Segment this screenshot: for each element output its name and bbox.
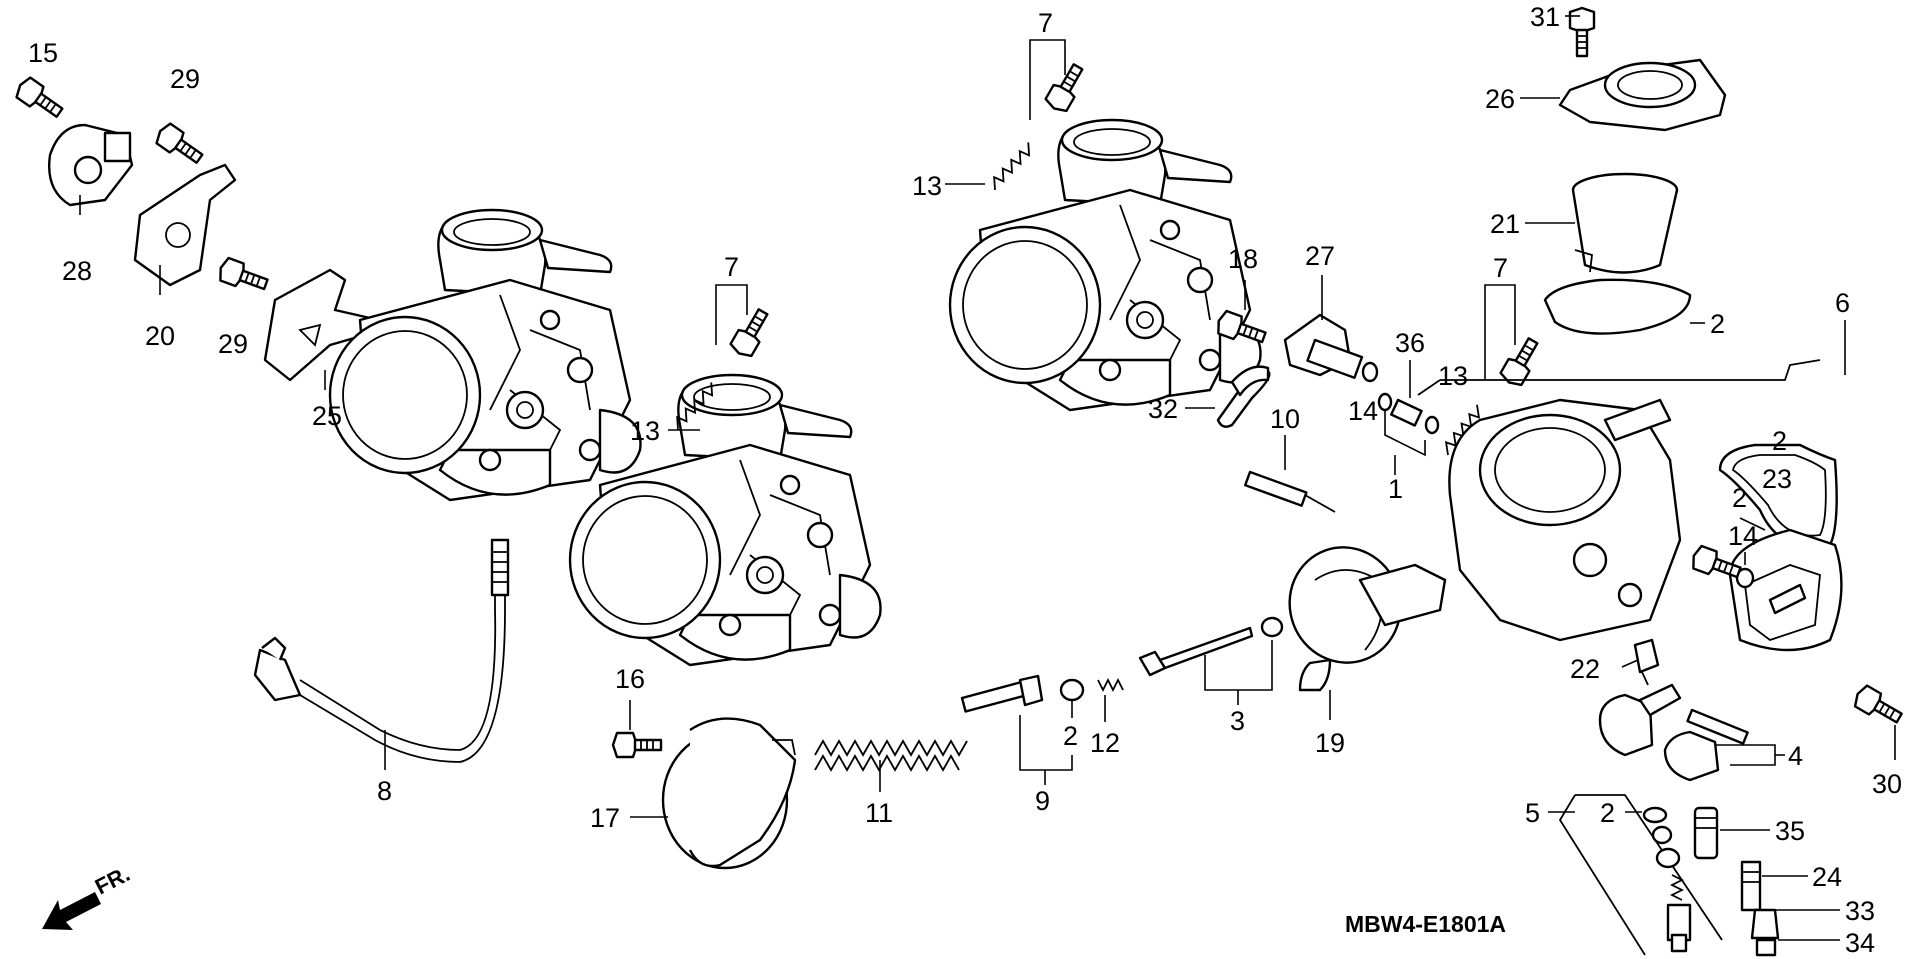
- leader-lines: [79, 15, 1896, 941]
- callout-10: 10: [1270, 404, 1300, 434]
- part-carburetor-body-left: [328, 208, 642, 502]
- callout-6: 6: [1835, 288, 1850, 318]
- part-jet-holder: [1666, 874, 1692, 953]
- callout-8: 8: [377, 776, 392, 806]
- callout-2: 2: [1600, 798, 1615, 828]
- part-holder-9: [960, 674, 1044, 713]
- part-top-cover-17: [661, 717, 797, 870]
- part-bolt-15: [12, 74, 68, 124]
- part-screw-29b: [215, 255, 272, 297]
- part-screw-7b: [727, 304, 775, 361]
- callout-17: 17: [590, 803, 620, 833]
- callout-34: 34: [1845, 928, 1875, 958]
- callout-22: 22: [1570, 654, 1600, 684]
- callout-2: 2: [1772, 426, 1787, 456]
- callout-21: 21: [1490, 209, 1520, 239]
- callout-labels: 15 29 28 20 29 25 7 13 7 13 18 27 32 36 …: [28, 2, 1902, 958]
- part-needle-jet-10: [1244, 470, 1336, 513]
- part-jet-needle-3: [1138, 616, 1284, 677]
- callout-2: 2: [1710, 309, 1725, 339]
- callout-13: 13: [1438, 361, 1468, 391]
- callout-30: 30: [1872, 769, 1902, 799]
- callout-19: 19: [1315, 728, 1345, 758]
- part-float-chamber: [1728, 528, 1843, 652]
- callout-12: 12: [1090, 728, 1120, 758]
- part-holder-21: [1571, 172, 1679, 274]
- callout-11: 11: [865, 798, 893, 828]
- part-valve-27: [1283, 313, 1364, 379]
- callout-14: 14: [1348, 396, 1378, 426]
- part-jet-33-34: [1750, 908, 1780, 957]
- part-washer-2e: [1059, 678, 1085, 702]
- part-hose-32: [1216, 365, 1271, 428]
- callout-20: 20: [145, 321, 175, 351]
- part-float-4: [1598, 683, 1749, 782]
- part-screw-29a: [152, 120, 208, 170]
- part-bolt-30: [1850, 682, 1907, 730]
- callout-15: 15: [28, 38, 58, 68]
- callout-35: 35: [1775, 816, 1805, 846]
- callout-7: 7: [1493, 253, 1508, 283]
- part-bolt-16: [611, 731, 663, 759]
- part-plate-20: [133, 163, 237, 287]
- callout-25: 25: [312, 401, 342, 431]
- callout-1: 1: [1388, 474, 1403, 504]
- part-diaphragm-piston-19: [1288, 546, 1447, 692]
- part-jet-24: [1740, 860, 1762, 912]
- callout-31: 31: [1530, 2, 1560, 32]
- callout-16: 16: [615, 664, 645, 694]
- callout-4: 4: [1788, 741, 1803, 771]
- callout-7: 7: [1038, 8, 1053, 38]
- callout-2: 2: [1732, 483, 1747, 513]
- diagram-code: MBW4-E1801A: [1345, 911, 1506, 937]
- part-funnel-26: [1558, 58, 1727, 132]
- part-screw-7a: [1042, 59, 1090, 116]
- callout-29: 29: [170, 64, 200, 94]
- callout-36: 36: [1395, 328, 1425, 358]
- part-pilot-screw-35: [1693, 806, 1719, 860]
- part-spring-13a: [987, 137, 1036, 196]
- part-throttle-position-sensor-28: [48, 123, 134, 207]
- part-group-bracket-6: [1417, 359, 1821, 396]
- callout-32: 32: [1148, 394, 1178, 424]
- callout-27: 27: [1305, 241, 1335, 271]
- callout-29: 29: [218, 329, 248, 359]
- front-direction-label: FR.: [91, 861, 134, 899]
- callout-28: 28: [62, 256, 92, 286]
- part-carburetor-body-top: [948, 118, 1262, 412]
- part-gasket-2a: [1543, 278, 1692, 335]
- part-float-valve-22: [1633, 638, 1660, 686]
- part-washer-14a: [1361, 361, 1440, 435]
- callout-14: 14: [1728, 521, 1758, 551]
- callout-7: 7: [724, 252, 739, 282]
- part-oring-2d: [1642, 806, 1681, 869]
- front-direction-arrow: FR.: [42, 861, 134, 930]
- part-carburetor-body-right: [1448, 398, 1682, 642]
- callout-23: 23: [1762, 464, 1792, 494]
- callout-24: 24: [1812, 862, 1842, 892]
- callout-18: 18: [1228, 244, 1258, 274]
- callout-26: 26: [1485, 84, 1515, 114]
- callout-2: 2: [1063, 721, 1078, 751]
- part-jet-36: [1390, 398, 1423, 427]
- callout-9: 9: [1035, 786, 1050, 816]
- callout-5: 5: [1525, 798, 1540, 828]
- callout-13: 13: [630, 416, 660, 446]
- part-spring-11: [814, 739, 968, 772]
- callout-3: 3: [1230, 706, 1245, 736]
- part-spring-12: [1097, 677, 1124, 693]
- callout-13: 13: [912, 171, 942, 201]
- part-group-bracket-5: [1558, 794, 1723, 956]
- part-choke-cable-8: [253, 538, 510, 763]
- callout-33: 33: [1845, 896, 1875, 926]
